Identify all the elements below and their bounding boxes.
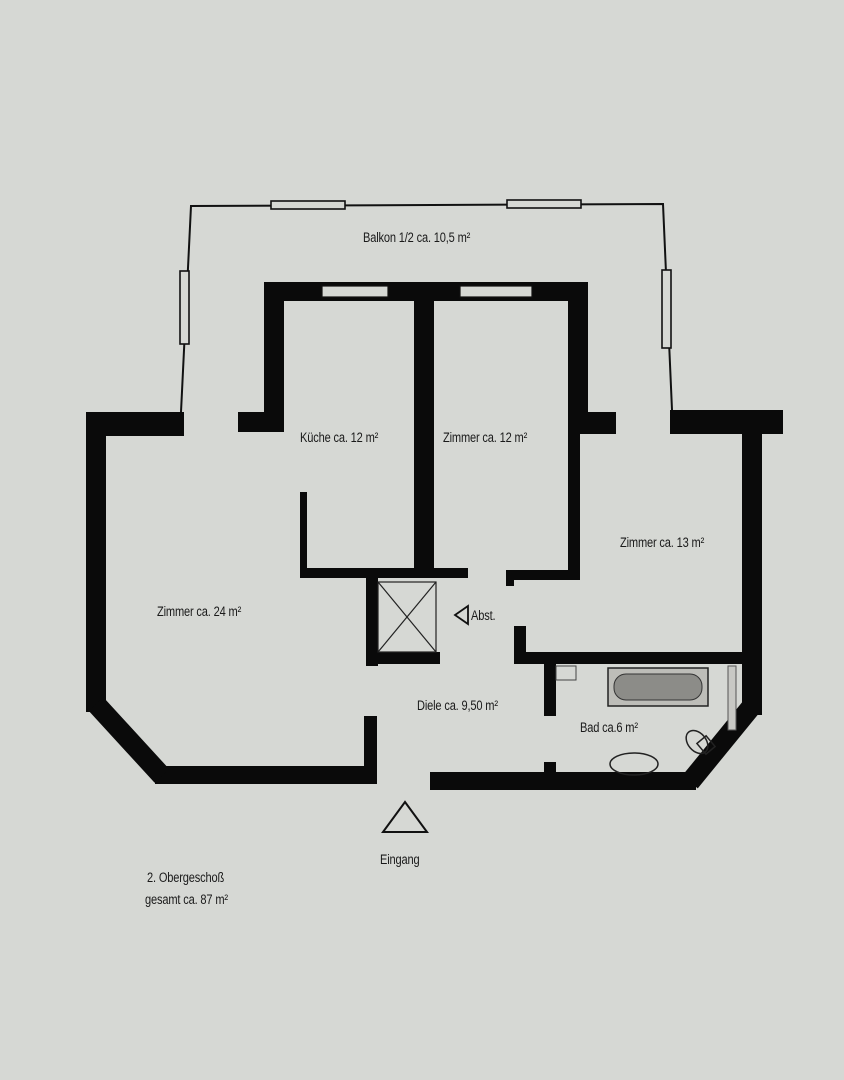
balcony-windows: [179, 199, 672, 349]
kitchen-label: Küche ca. 12 m²: [300, 430, 379, 445]
shaft-box: [377, 581, 437, 653]
room-24-label: Zimmer ca. 24 m²: [157, 604, 242, 619]
storage-arrow-icon: [453, 604, 469, 626]
inner-windows: [321, 285, 533, 298]
shower-panel: [727, 665, 737, 731]
washbasin-icon: [555, 665, 577, 681]
sink-icon: [609, 752, 659, 776]
total-area: gesamt ca. 87 m²: [145, 892, 228, 907]
storage-label: Abst.: [471, 608, 496, 623]
entrance-label: Eingang: [380, 852, 420, 867]
floor-name: 2. Obergeschoß: [147, 870, 225, 885]
balcony-label: Balkon 1/2 ca. 10,5 m²: [363, 230, 471, 245]
entrance-triangle-icon: [381, 800, 429, 833]
hall-label: Diele ca. 9,50 m²: [417, 698, 498, 713]
toilet-icon: [685, 729, 717, 756]
bath-label: Bad ca.6 m²: [580, 720, 638, 735]
bathtub-icon: [607, 667, 709, 707]
room-13-label: Zimmer ca. 13 m²: [620, 535, 705, 550]
room-12-label: Zimmer ca. 12 m²: [443, 430, 528, 445]
diagonal-walls: [88, 697, 760, 789]
